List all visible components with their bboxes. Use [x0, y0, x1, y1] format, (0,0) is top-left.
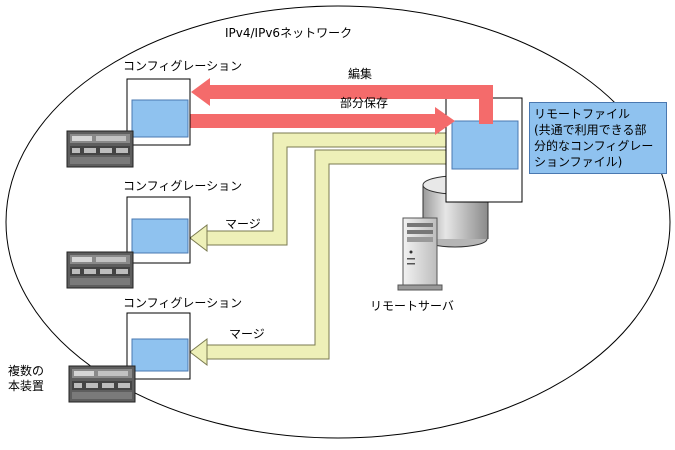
remote-server-label: リモートサーバ	[370, 299, 454, 313]
merge-arrow-1-head	[189, 223, 208, 253]
config-document-1	[126, 78, 191, 146]
merge-label-2: マージ	[229, 327, 265, 341]
remote-file-label-line-3: 分的なコンフィグレー	[534, 139, 654, 153]
remote-file-label-box: リモートファイル (共通で利用できる部 分的なコンフィグレー ションファイル)	[529, 102, 667, 174]
edit-label: 編集	[348, 66, 372, 81]
partial-save-arrow-head	[435, 107, 455, 135]
router-device-icon-2	[66, 251, 134, 289]
device-label-line-1: 複数の	[8, 364, 45, 378]
remote-file-label-line-2: (共通で利用できる部	[534, 123, 647, 137]
router-device-icon-3	[68, 365, 136, 403]
edit-arrow-head	[191, 78, 210, 106]
network-label: IPv4/IPv6ネットワーク	[225, 26, 352, 40]
remote-file-label-line-4: ションファイル)	[534, 155, 623, 169]
config-label-1: コンフィグレーション	[123, 59, 242, 73]
merge-arrow-2-body	[205, 150, 452, 359]
merge-arrow-1-body	[205, 133, 452, 245]
config-label-2: コンフィグレーション	[123, 179, 242, 193]
device-label: 複数の 本装置	[8, 364, 68, 394]
edit-arrow-body	[208, 85, 493, 124]
device-label-line-2: 本装置	[8, 379, 45, 393]
merge-label-1: マージ	[225, 217, 261, 231]
partial-save-label: 部分保存	[340, 95, 388, 110]
config-document-3	[126, 312, 191, 380]
remote-file-label-line-1: リモートファイル	[534, 107, 631, 121]
server-tower-icon	[397, 217, 443, 291]
router-device-icon-1	[66, 130, 134, 168]
config-document-2	[126, 196, 191, 264]
config-label-3: コンフィグレーション	[123, 296, 242, 310]
merge-arrow-2-head	[189, 337, 208, 367]
